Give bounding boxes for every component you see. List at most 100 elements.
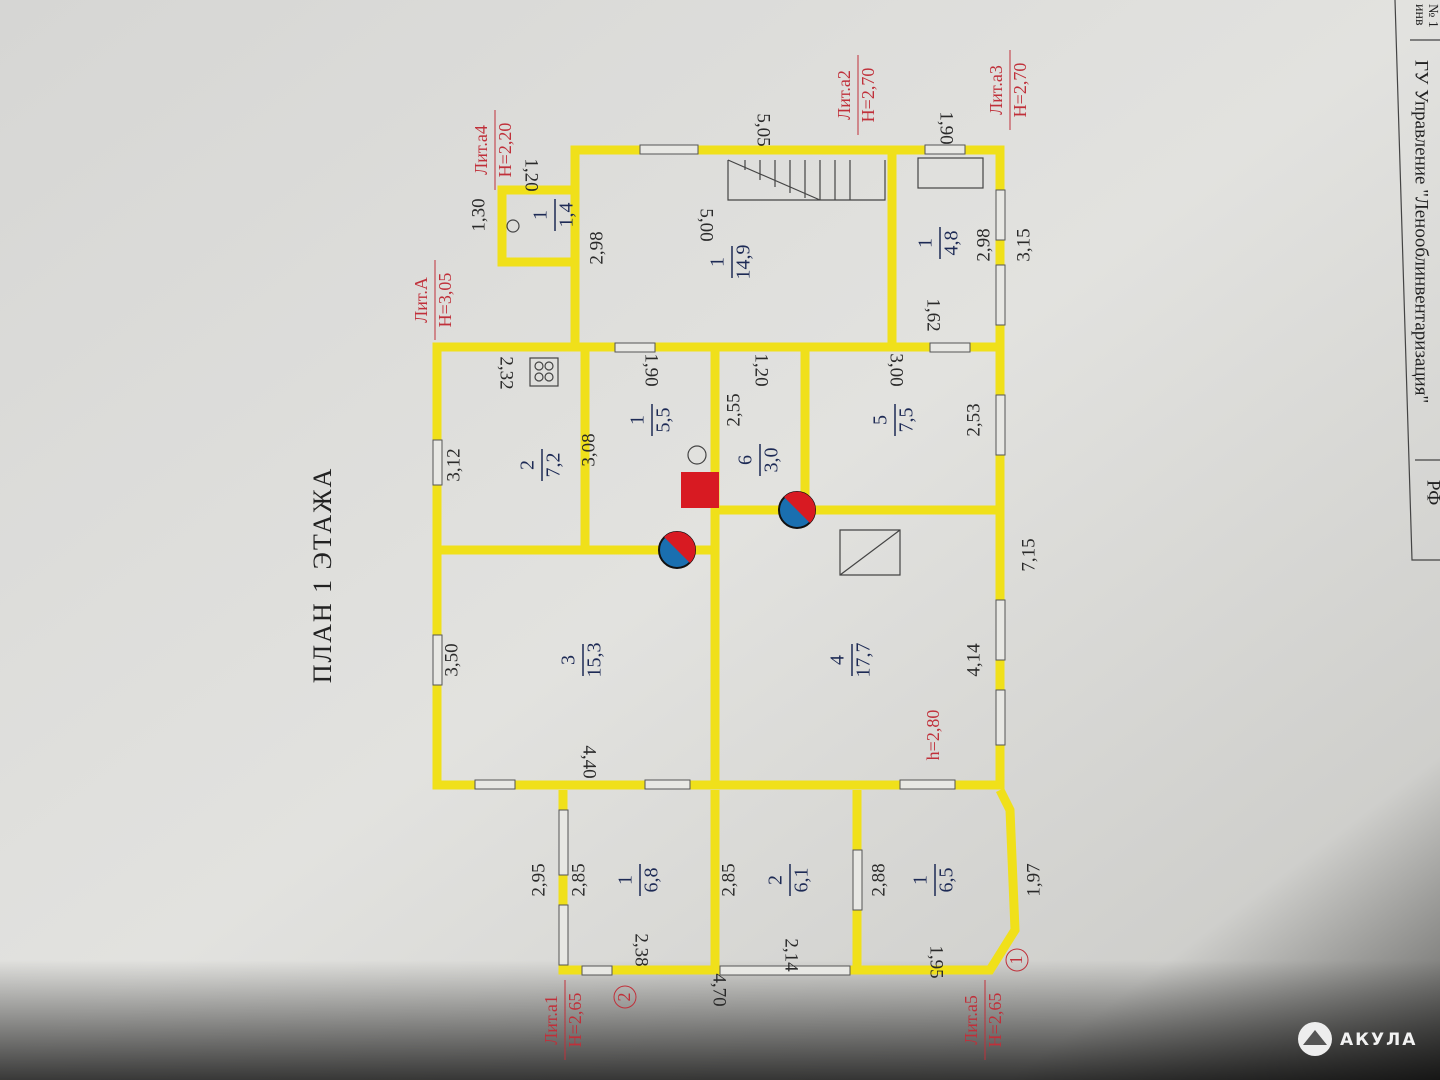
liter-height: H=2,65 xyxy=(985,993,1005,1048)
dimension-label: 1,90 xyxy=(641,353,662,386)
title-block-inv: инв xyxy=(1412,4,1427,26)
room-number: 6 xyxy=(735,455,757,465)
liter-name: Лит.а2 xyxy=(834,70,854,120)
dimension-label: 1,62 xyxy=(923,298,944,331)
liter-height: H=2,20 xyxy=(495,123,515,178)
room-area: 6,1 xyxy=(791,868,813,893)
dimension-label: 4,40 xyxy=(579,745,600,778)
dimension-label: 5,00 xyxy=(696,208,717,241)
marker-2-label: 2 xyxy=(614,993,634,1002)
watermark-text: АКУЛА xyxy=(1340,1030,1417,1050)
liter-height: H=2,70 xyxy=(1010,63,1030,118)
room-area: 3,0 xyxy=(761,448,783,473)
dimension-label: 2,38 xyxy=(631,933,652,966)
dimension-label: 3,15 xyxy=(1013,228,1034,261)
room-number: 1 xyxy=(910,875,932,885)
room-number: 4 xyxy=(827,655,849,665)
dimension-label: 2,85 xyxy=(718,863,739,896)
dimension-label: 3,50 xyxy=(441,643,462,676)
stairs xyxy=(727,159,901,576)
ceiling-height: h=2,80 xyxy=(923,710,943,761)
dimension-label: 2,88 xyxy=(868,863,889,896)
openings xyxy=(432,144,1006,976)
title-block-org: ГУ Управление "Ленооблинвентаризация" xyxy=(1411,60,1432,403)
chimney-icon xyxy=(681,472,719,508)
room-area: 1,4 xyxy=(556,203,578,228)
room-number: 2 xyxy=(765,875,787,885)
fixture xyxy=(917,157,984,189)
heater-icon xyxy=(658,531,696,569)
room-area: 7,2 xyxy=(543,453,565,478)
dimension-label: 1,90 xyxy=(936,111,957,144)
room-number: 1 xyxy=(707,257,729,267)
gas-meter-icon xyxy=(687,445,707,465)
room-number: 1 xyxy=(915,238,937,248)
dimension-label: 1,20 xyxy=(521,158,542,191)
room-number: 1 xyxy=(627,415,649,425)
liter-height: H=3,05 xyxy=(435,273,455,328)
dimension-label: 3,00 xyxy=(886,353,907,386)
room-number: 5 xyxy=(870,415,892,425)
dimension-label: 7,15 xyxy=(1018,538,1039,571)
dimension-label: 2,55 xyxy=(723,393,744,426)
liter-name: Лит.а5 xyxy=(961,995,981,1045)
liter-name: Лит.а4 xyxy=(471,125,491,175)
title-block-no: № 1 xyxy=(1425,4,1440,28)
toilet-icon xyxy=(506,219,520,233)
watermark-logo: АКУЛА xyxy=(1298,1022,1417,1056)
dimension-label: 2,14 xyxy=(781,938,802,972)
marker-1-label: 1 xyxy=(1006,956,1026,965)
dimension-label: 2,95 xyxy=(528,863,549,896)
dimension-label: 2,98 xyxy=(586,231,607,264)
dimension-label: 1,97 xyxy=(1023,863,1044,896)
room-area: 5,5 xyxy=(653,408,675,433)
dimension-label: 1,20 xyxy=(751,353,772,386)
room-area: 6,5 xyxy=(936,868,958,893)
room-area: 15,3 xyxy=(584,643,606,678)
dimension-label: 4,14 xyxy=(963,643,984,677)
title-block: ГУ Управление "Ленооблинвентаризация" ин… xyxy=(1394,0,1440,561)
dimension-label: 5,05 xyxy=(753,113,774,146)
dimension-label: 2,32 xyxy=(496,356,517,389)
title-block-rf: РФ xyxy=(1423,480,1440,505)
dimension-label: 1,30 xyxy=(468,198,489,231)
dimension-label: 2,85 xyxy=(568,863,589,896)
room-area: 6,8 xyxy=(641,868,663,893)
shadow xyxy=(0,960,1440,1080)
dimension-label: 3,08 xyxy=(578,433,599,466)
room-area: 17,7 xyxy=(853,643,875,678)
dimension-label: 3,12 xyxy=(443,448,464,481)
room-number: 2 xyxy=(517,460,539,470)
liter-name: Лит.А xyxy=(411,277,431,323)
plan-title: ПЛАН 1 ЭТАЖА xyxy=(308,467,337,684)
dimension-label: 2,98 xyxy=(973,228,994,261)
room-area: 4,8 xyxy=(941,231,963,256)
liter-height: H=2,65 xyxy=(565,993,585,1048)
room-area: 7,5 xyxy=(896,408,918,433)
liter-name: Лит.а1 xyxy=(541,995,561,1045)
liter-height: H=2,70 xyxy=(858,68,878,123)
marker-1: 1 xyxy=(1005,948,1029,972)
dimension-label: 1,95 xyxy=(926,945,947,978)
liter-name: Лит.а3 xyxy=(986,65,1006,115)
dimension-labels: 3,50 4,40 4,14 7,15 3,12 2,32 3,08 1,90 1,20 2,55… xyxy=(441,111,1044,1006)
